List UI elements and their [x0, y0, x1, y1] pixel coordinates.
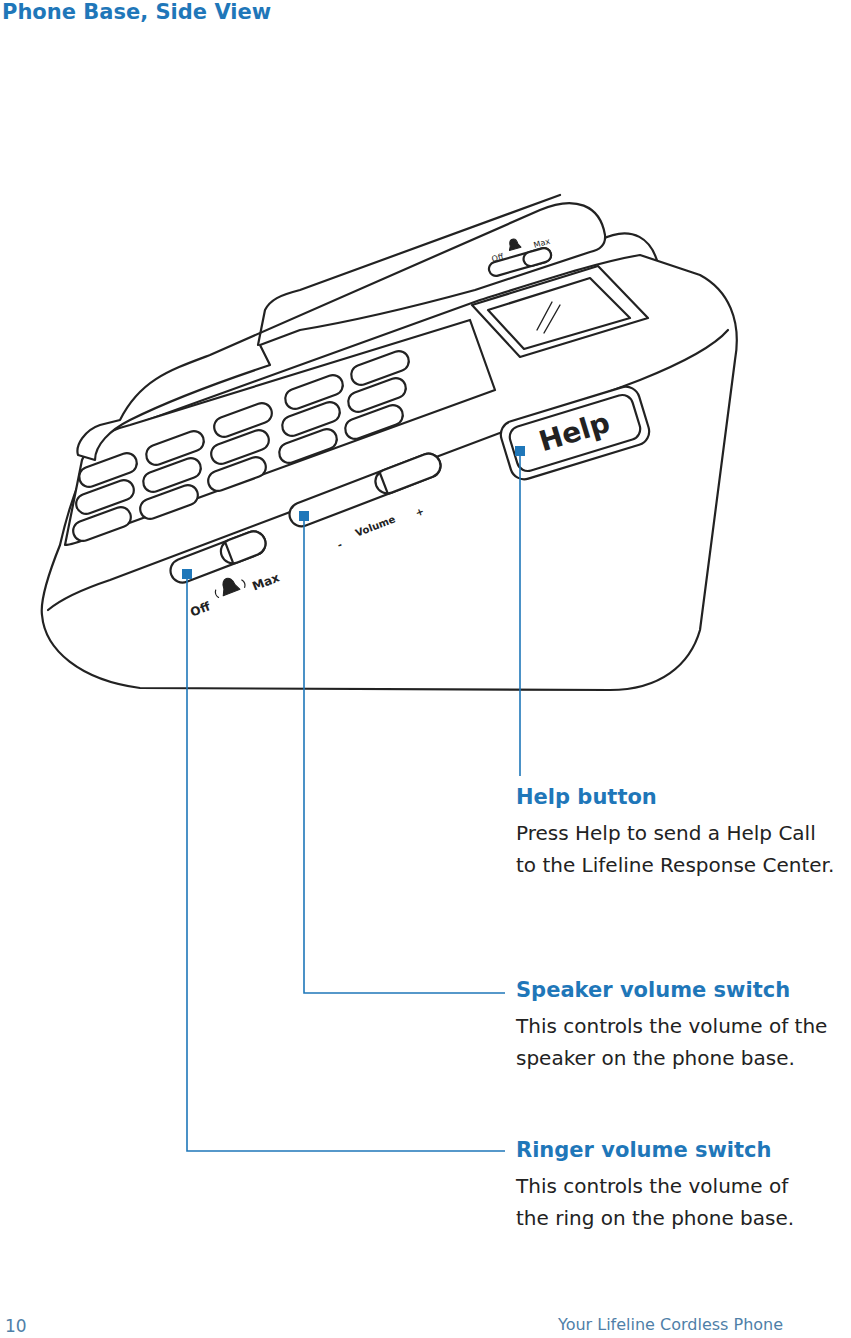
keypad-key: [276, 426, 339, 465]
callout-heading: Ringer volume switch: [516, 1138, 772, 1163]
display-glare: [537, 302, 560, 333]
page-title: Phone Base, Side View: [2, 0, 271, 25]
callout-heading: Speaker volume switch: [516, 978, 790, 1003]
keypad-keys: [70, 348, 411, 543]
callout-text: This controls the volume of the ring on …: [516, 1170, 826, 1234]
page-number: 10: [5, 1316, 27, 1336]
keypad-key: [137, 482, 200, 521]
display-frame: [472, 266, 648, 357]
handset-ringer-switch: [483, 230, 553, 277]
keypad-key: [342, 402, 405, 441]
leader-dots: [182, 446, 525, 579]
keypad-key: [205, 454, 268, 493]
leader-lines: [187, 452, 520, 1151]
keypad-key: [70, 504, 133, 543]
keypad-panel: [65, 320, 495, 545]
display-screen: [488, 278, 630, 349]
phone-base: [42, 255, 737, 690]
ringer-volume-switch: [167, 528, 278, 611]
footer-text: Your Lifeline Cordless Phone: [558, 1315, 783, 1334]
callout-text: This controls the volume of the speaker …: [516, 1010, 846, 1074]
callout-text: Press Help to send a Help Call to the Li…: [516, 817, 836, 881]
callout-heading: Help button: [516, 785, 657, 810]
speaker-volume-switch: [286, 450, 444, 530]
